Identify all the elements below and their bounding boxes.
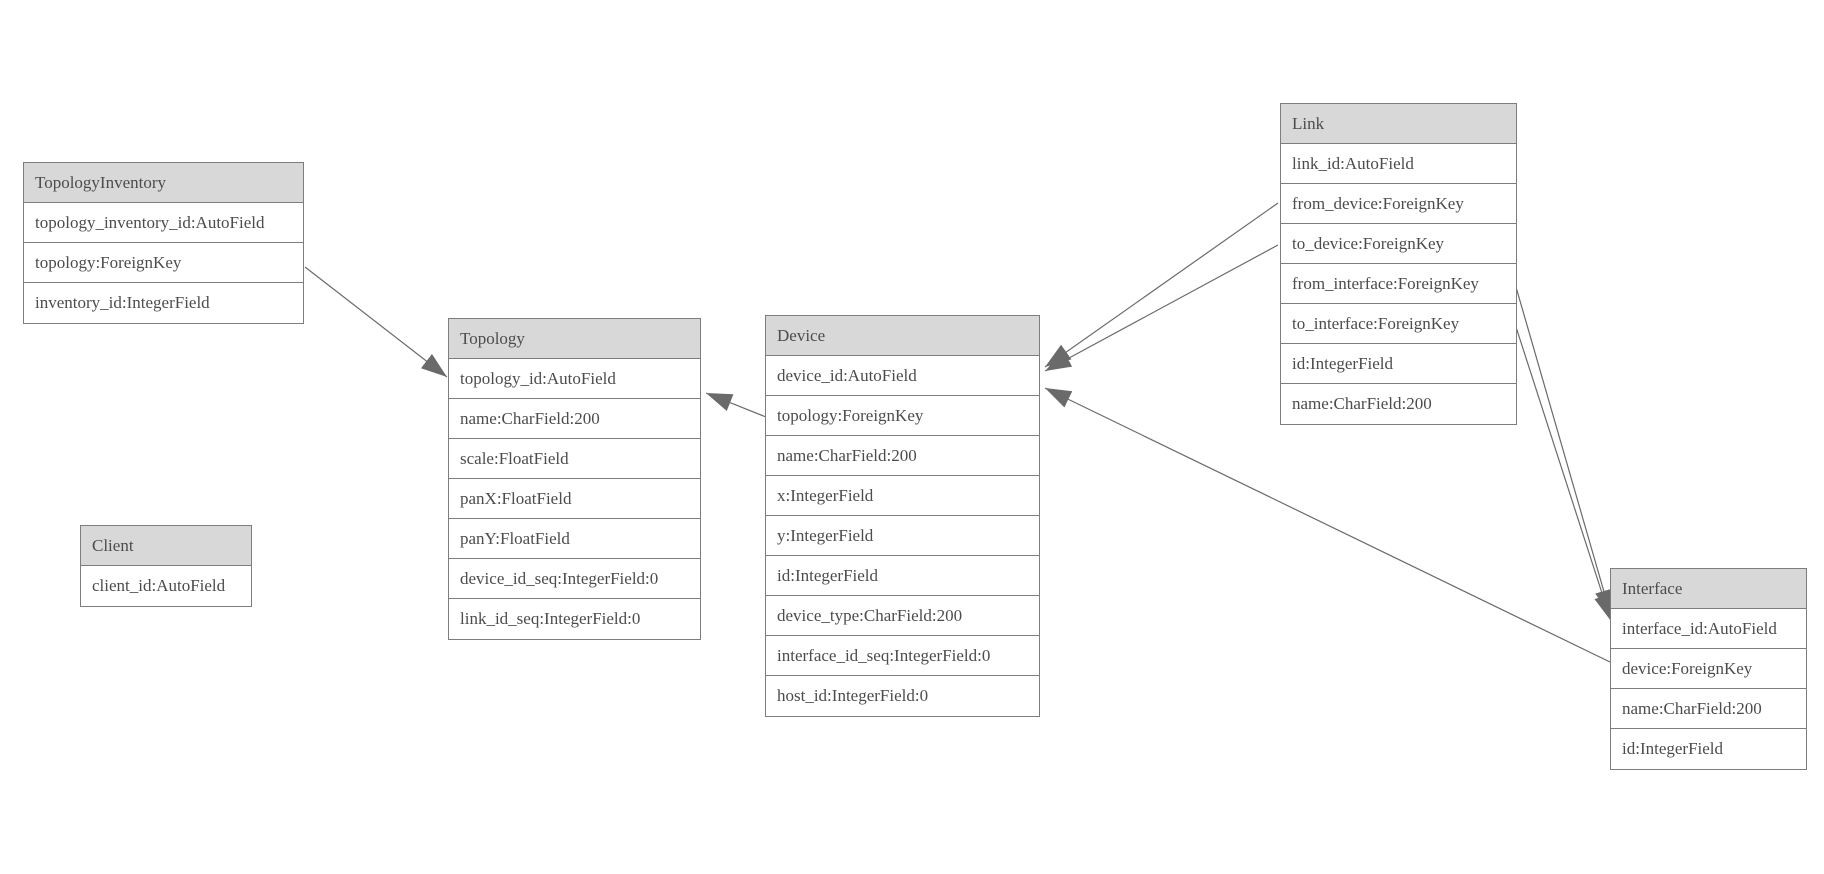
entity-field-row: to_interface:ForeignKey [1281, 304, 1516, 344]
edge-device-topology [705, 392, 767, 418]
entity-field-row: id:IntegerField [1281, 344, 1516, 384]
entity-field-row: client_id:AutoField [81, 566, 251, 606]
entity-field-row: from_device:ForeignKey [1281, 184, 1516, 224]
entity-field-row: device_id_seq:IntegerField:0 [449, 559, 700, 599]
entity-field-row: id:IntegerField [766, 556, 1039, 596]
entity-field-row: topology:ForeignKey [24, 243, 303, 283]
entity-field-row: panY:FloatField [449, 519, 700, 559]
entity-field-row: interface_id:AutoField [1611, 609, 1806, 649]
entity-field-row: id:IntegerField [1611, 729, 1806, 769]
entity-field-row: scale:FloatField [449, 439, 700, 479]
entity-field-row: name:CharField:200 [1611, 689, 1806, 729]
entity-field-row: device:ForeignKey [1611, 649, 1806, 689]
entity-field-row: topology:ForeignKey [766, 396, 1039, 436]
entity-field-row: name:CharField:200 [1281, 384, 1516, 424]
entity-field-row: device_id:AutoField [766, 356, 1039, 396]
entity-table-title: Client [81, 526, 251, 566]
entity-field-row: to_device:ForeignKey [1281, 224, 1516, 264]
entity-table-title: Interface [1611, 569, 1806, 609]
entity-field-row: name:CharField:200 [766, 436, 1039, 476]
entity-field-row: x:IntegerField [766, 476, 1039, 516]
edge-topologyinventory-topology [304, 266, 448, 378]
entity-field-row: inventory_id:IntegerField [24, 283, 303, 323]
entity-field-row: from_interface:ForeignKey [1281, 264, 1516, 304]
entity-field-row: link_id:AutoField [1281, 144, 1516, 184]
edge-link-from-interface-interface [1515, 286, 1613, 617]
entity-table-title: TopologyInventory [24, 163, 303, 203]
entity-field-row: y:IntegerField [766, 516, 1039, 556]
entity-field-row: device_type:CharField:200 [766, 596, 1039, 636]
entity-field-row: link_id_seq:IntegerField:0 [449, 599, 700, 639]
edge-interface-device [1044, 387, 1611, 663]
edge-link-to-device-device [1044, 244, 1279, 372]
entity-table-title: Link [1281, 104, 1516, 144]
entity-field-row: topology_inventory_id:AutoField [24, 203, 303, 243]
edge-link-to-interface-interface [1515, 326, 1612, 622]
entity-field-row: host_id:IntegerField:0 [766, 676, 1039, 716]
edge-link-from-device-device [1044, 202, 1279, 368]
entity-table-title: Device [766, 316, 1039, 356]
entity-field-row: name:CharField:200 [449, 399, 700, 439]
entity-field-row: topology_id:AutoField [449, 359, 700, 399]
entity-table-title: Topology [449, 319, 700, 359]
entity-field-row: panX:FloatField [449, 479, 700, 519]
entity-field-row: interface_id_seq:IntegerField:0 [766, 636, 1039, 676]
